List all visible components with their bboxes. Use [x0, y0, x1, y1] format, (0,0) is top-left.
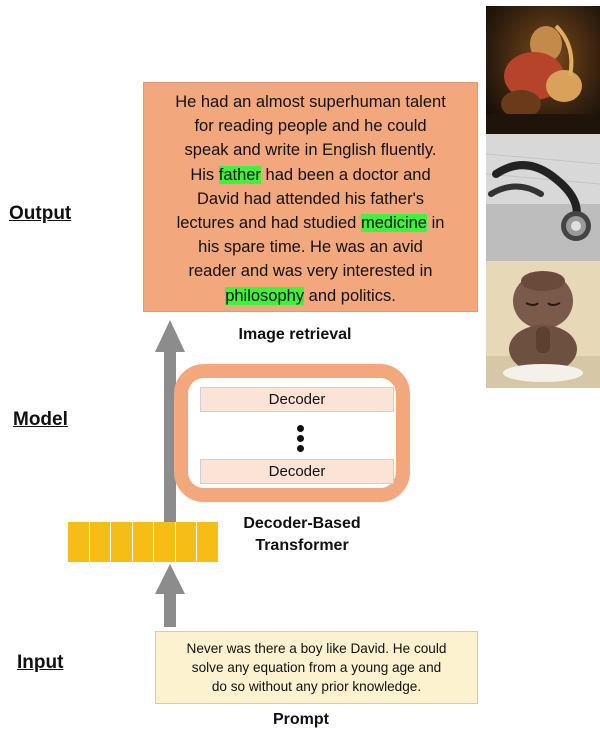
- prompt-line-1: Never was there a boy like David. He cou…: [186, 641, 447, 656]
- output-text-box: He had an almost superhuman talent for re…: [143, 82, 478, 312]
- output-text-segment: his spare time. He was an avid: [198, 238, 423, 257]
- prompt-caption: Prompt: [273, 711, 329, 728]
- output-text-line: David had attended his father's: [150, 187, 471, 211]
- output-text-segment: in: [427, 214, 445, 233]
- highlighted-keyword: medicine: [360, 214, 427, 233]
- highlighted-keyword: philosophy: [225, 286, 305, 305]
- output-text-line: lectures and had studied medicine in: [150, 211, 471, 235]
- output-text-segment: for reading people and he could: [194, 117, 427, 136]
- highlighted-keyword: father: [218, 165, 261, 184]
- token-cell: [175, 522, 197, 562]
- output-text-segment: speak and write in English fluently.: [184, 141, 437, 160]
- upper-arrow-head: [155, 320, 185, 352]
- model-name-caption: Decoder-Based Transformer: [222, 513, 382, 557]
- output-text-line: He had an almost superhuman talent: [150, 90, 471, 114]
- buddha-figurine-image: [486, 261, 600, 388]
- output-text-segment: reader and was very interested in: [188, 262, 433, 281]
- token-cell: [68, 522, 89, 562]
- token-cell: [111, 522, 132, 562]
- image-retrieval-caption: Image retrieval: [238, 326, 352, 343]
- model-label: Model: [13, 409, 68, 430]
- output-text-segment: lectures and had studied: [176, 214, 361, 233]
- token-cell: [89, 522, 111, 562]
- output-text-line: philosophy and politics.: [150, 284, 471, 308]
- input-label: Input: [17, 652, 64, 673]
- output-text-segment: He had an almost superhuman talent: [175, 93, 446, 111]
- flow-arrows: [155, 320, 185, 627]
- prompt-line-2: solve any equation from a young age and: [191, 660, 442, 675]
- ellipsis-icon: [296, 425, 306, 455]
- output-text-segment: and politics.: [304, 286, 396, 305]
- token-cell: [154, 522, 175, 562]
- output-label: Output: [9, 203, 72, 224]
- decoder-block-top: Decoder: [200, 387, 394, 412]
- decoder-block-bottom: Decoder: [200, 459, 394, 484]
- output-text-line: His father had been a doctor and: [150, 163, 471, 187]
- prompt-text-box: Never was there a boy like David. He cou…: [155, 631, 478, 704]
- lower-arrow-shaft: [164, 593, 176, 627]
- output-text-line: his spare time. He was an avid: [150, 235, 471, 259]
- prompt-line-3: do so without any prior knowledge.: [211, 679, 422, 694]
- output-text-line: speak and write in English fluently.: [150, 138, 471, 162]
- output-text-segment: David had attended his father's: [197, 189, 424, 208]
- token-cell: [197, 522, 219, 562]
- output-text-segment: had been a doctor and: [260, 165, 431, 184]
- model-name-line2: Transformer: [255, 537, 349, 554]
- token-embedding-strip: [68, 522, 219, 562]
- upper-arrow-shaft: [164, 351, 176, 523]
- model-name-line1: Decoder-Based: [243, 515, 361, 532]
- painting-image: [486, 6, 600, 134]
- output-text-segment: His: [190, 165, 219, 184]
- token-cell: [132, 522, 154, 562]
- stethoscope-image: [486, 134, 600, 261]
- output-text-line: for reading people and he could: [150, 114, 471, 138]
- lower-arrow-head: [155, 564, 185, 594]
- output-text-line: reader and was very interested in: [150, 259, 471, 283]
- transformer-model-frame: Decoder Decoder: [174, 364, 410, 502]
